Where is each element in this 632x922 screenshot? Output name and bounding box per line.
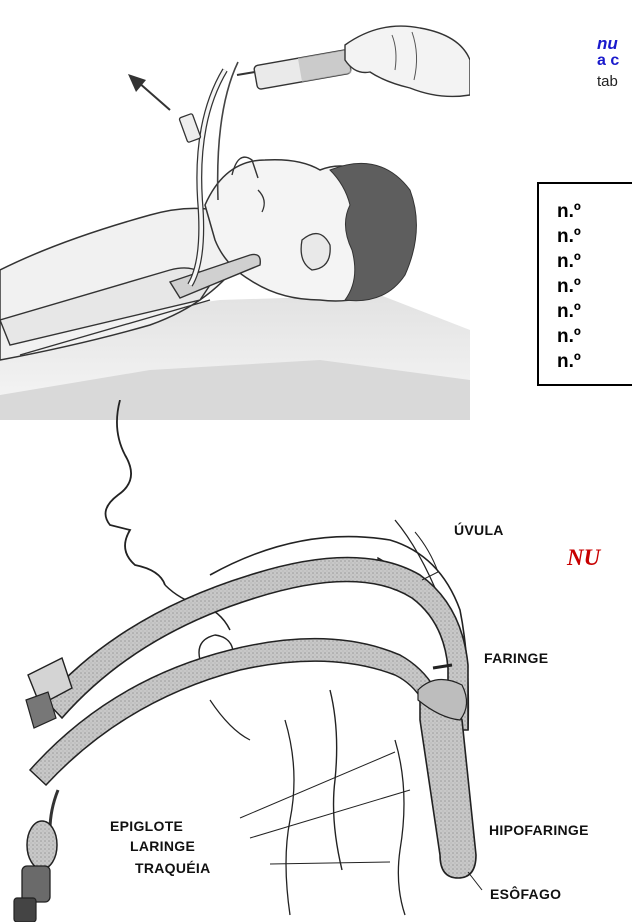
size-item: n.º [557,276,581,298]
size-item: n.º [557,201,581,223]
patient-ear [301,234,330,270]
size-item: n.º [557,326,581,348]
face-profile [106,400,166,585]
operator-hand [345,26,470,96]
intubation-illustration [0,0,470,420]
tube-size-list: n.º n.º n.º n.º n.º n.º n.º [537,182,632,386]
size-item: n.º [557,351,581,373]
size-item: n.º [557,301,581,323]
caption-line-3: tab [597,73,618,90]
label-pharynx: FARINGE [484,650,548,666]
syringe-icon [237,49,351,89]
pilot-balloon-icon [14,790,58,922]
label-esophagus: ESÔFAGO [490,886,561,902]
caption-line-1: nu [597,34,618,54]
size-item: n.º [557,226,581,248]
label-trachea: TRAQUÉIA [135,860,211,876]
label-uvula: ÚVULA [454,522,504,538]
label-hypopharynx: HIPOFARINGE [489,822,589,838]
pull-arrow [138,82,170,110]
label-epiglottis: EPIGLOTE [110,818,183,834]
caption-line-2: a c [597,52,619,70]
size-item: n.º [557,251,581,273]
uvula-leader [415,532,438,580]
label-larynx: LARINGE [130,838,195,854]
